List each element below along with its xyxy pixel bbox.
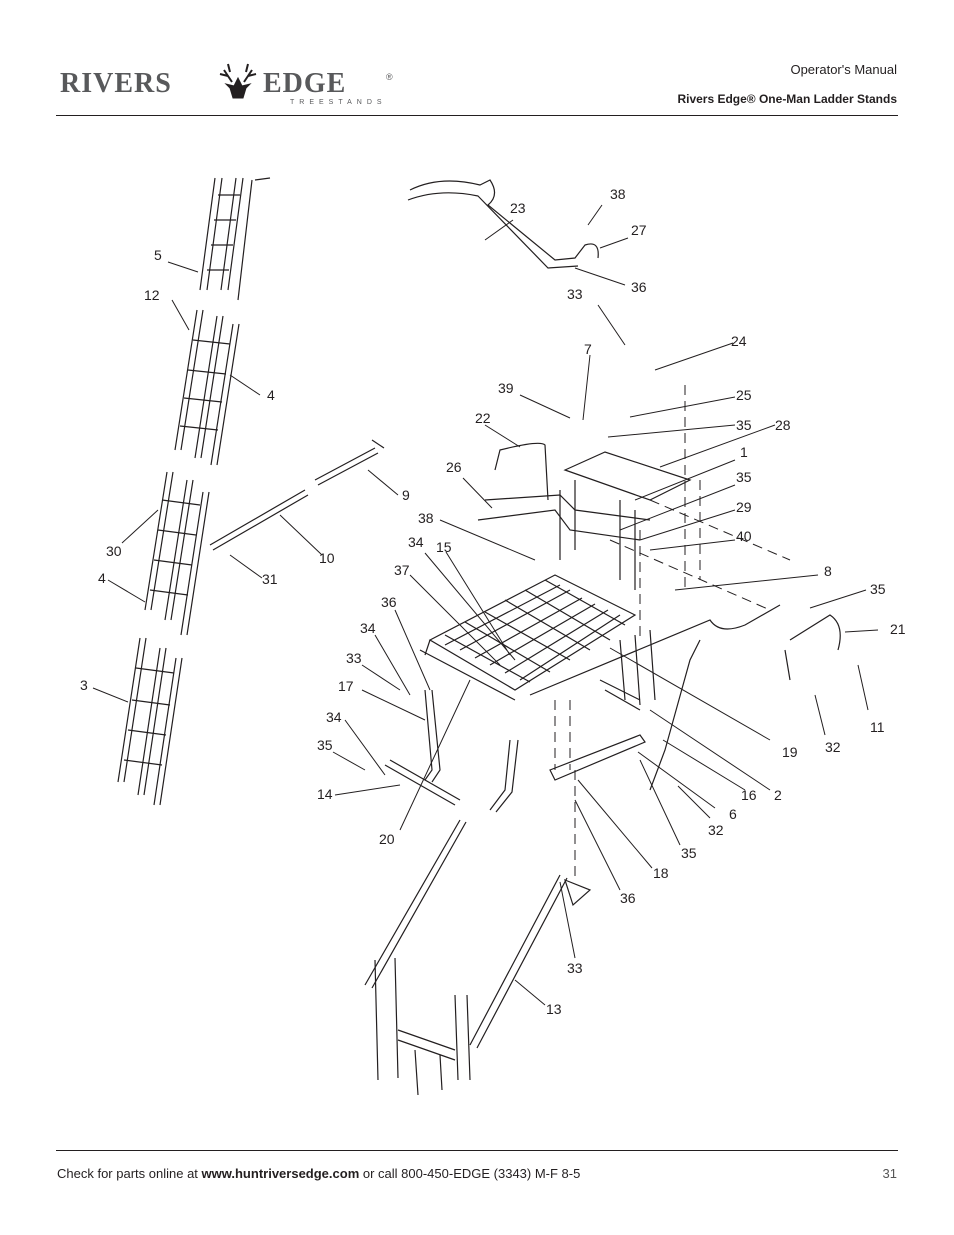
callout-9: 9 <box>402 487 410 503</box>
assembly-dashed-lines <box>554 385 791 880</box>
callout-21: 21 <box>890 621 906 637</box>
parts-drawing: 5 12 4 30 4 3 31 10 9 23 38 27 36 33 24 … <box>80 177 906 1096</box>
callout-20: 20 <box>379 831 395 847</box>
callout-33: 33 <box>567 286 583 302</box>
callout-7: 7 <box>584 341 592 357</box>
rivers-edge-logo: RIVERS EDGE ® TREESTANDS <box>60 63 393 106</box>
callout-34: 34 <box>408 534 424 550</box>
callout-19: 19 <box>782 744 798 760</box>
footer-contact: Check for parts online at www.huntrivers… <box>57 1166 581 1181</box>
callout-35d: 35 <box>317 737 333 753</box>
callout-2: 2 <box>774 787 782 803</box>
callout-3: 3 <box>80 677 88 693</box>
callout-23: 23 <box>510 200 526 216</box>
callout-35e: 35 <box>681 845 697 861</box>
callout-12: 12 <box>144 287 160 303</box>
callout-14: 14 <box>317 786 333 802</box>
doc-subtitle: Rivers Edge® One-Man Ladder Stands <box>677 92 897 106</box>
callout-32: 32 <box>825 739 841 755</box>
callout-34c: 34 <box>326 709 342 725</box>
page-header: RIVERS EDGE ® TREESTANDS Operator's Manu… <box>0 0 954 120</box>
callout-36b: 36 <box>381 594 397 610</box>
callout-37: 37 <box>394 562 410 578</box>
callout-39: 39 <box>498 380 514 396</box>
logo-word-edge: EDGE <box>263 68 346 99</box>
callout-35: 35 <box>736 417 752 433</box>
logo-tagline: TREESTANDS <box>290 99 387 106</box>
callout-13: 13 <box>546 1001 562 1017</box>
callout-8: 8 <box>824 563 832 579</box>
callout-18: 18 <box>653 865 669 881</box>
callout-35b: 35 <box>736 469 752 485</box>
callout-15: 15 <box>436 539 452 555</box>
website-link[interactable]: www.huntriversedge.com <box>201 1166 360 1181</box>
callout-29: 29 <box>736 499 752 515</box>
callout-35c: 35 <box>870 581 886 597</box>
callout-30: 30 <box>106 543 122 559</box>
callout-33b: 33 <box>346 650 362 666</box>
leader-arrows <box>92 204 879 1006</box>
callout-11: 11 <box>870 719 885 735</box>
logo-word-rivers: RIVERS <box>60 68 172 99</box>
callout-33c: 33 <box>567 960 583 976</box>
callout-27: 27 <box>631 222 647 238</box>
callout-labels: 5 12 4 30 4 3 31 10 9 23 38 27 36 33 24 … <box>80 186 906 1017</box>
callout-31: 31 <box>262 571 278 587</box>
callout-32b: 32 <box>708 822 724 838</box>
callout-34b: 34 <box>360 620 376 636</box>
callout-22: 22 <box>475 410 491 426</box>
line-art <box>117 177 841 1096</box>
footer-rule <box>56 1150 898 1151</box>
callout-10: 10 <box>319 550 335 566</box>
header-rule <box>56 115 898 116</box>
callout-4: 4 <box>267 387 275 403</box>
callout-16: 16 <box>741 787 757 803</box>
callout-38: 38 <box>610 186 626 202</box>
callout-24: 24 <box>731 333 747 349</box>
exploded-parts-diagram: 5 12 4 30 4 3 31 10 9 23 38 27 36 33 24 … <box>0 120 954 1150</box>
page-number: 31 <box>882 1166 897 1181</box>
callout-4b: 4 <box>98 570 106 586</box>
callout-38b: 38 <box>418 510 434 526</box>
callout-6: 6 <box>729 806 737 822</box>
callout-40: 40 <box>736 528 752 544</box>
callout-36: 36 <box>631 279 647 295</box>
callout-17: 17 <box>338 678 354 694</box>
callout-28: 28 <box>775 417 791 433</box>
svg-text:®: ® <box>386 72 393 82</box>
callout-5: 5 <box>154 247 162 263</box>
callout-1: 1 <box>740 444 748 460</box>
callout-26: 26 <box>446 459 462 475</box>
callout-36c: 36 <box>620 890 636 906</box>
doc-title: Operator's Manual <box>790 62 897 77</box>
callout-25: 25 <box>736 387 752 403</box>
buck-icon <box>219 63 257 99</box>
